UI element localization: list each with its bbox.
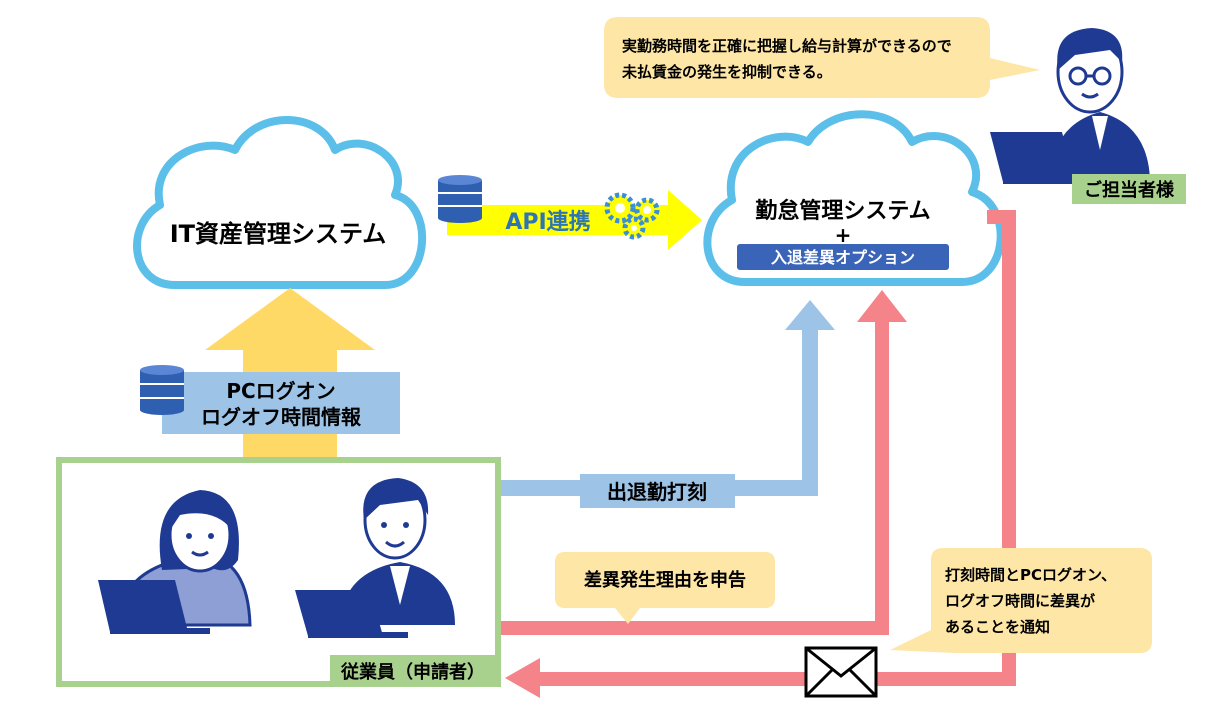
attendance-cloud: 勤怠管理システム + 入退差異オプション <box>703 110 1005 286</box>
reason-label: 差異発生理由を申告 <box>584 569 746 591</box>
notify-line1: 打刻時間とPCログオン、 <box>945 566 1116 584</box>
gears-icon <box>604 192 660 240</box>
notify-line3: あることを通知 <box>945 618 1050 636</box>
attendance-plus: + <box>835 223 852 247</box>
laptop-icon <box>990 132 1093 184</box>
laptop-icon <box>295 590 408 638</box>
envelope-icon <box>804 646 878 698</box>
notify-line2: ログオフ時間に差異が <box>945 592 1096 610</box>
api-arrow: API連携 <box>447 190 702 250</box>
manager-label-box <box>1072 174 1186 204</box>
pc-log-label-box <box>162 372 400 434</box>
manager-bubble: 実勤務時間を正確に把握し給与計算ができるので 未払賃金の発生を抑制できる。 <box>604 17 1040 98</box>
clock-label-box <box>580 474 735 508</box>
notify-bubble: 打刻時間とPCログオン、 ログオフ時間に差異が あることを通知 <box>890 548 1152 653</box>
option-label: 入退差異オプション <box>771 248 915 267</box>
person-icon <box>1050 28 1150 180</box>
laptop-icon <box>98 580 210 634</box>
clock-arrow: 出退勤打刻 <box>500 300 835 508</box>
cloud-icon <box>703 110 1005 286</box>
it-asset-cloud: IT資産管理システム <box>133 116 427 289</box>
database-icon <box>140 365 184 415</box>
option-band <box>737 244 949 270</box>
pc-log-line1: PCログオン <box>226 379 335 403</box>
pc-log-line2: ログオフ時間情報 <box>201 405 362 429</box>
manager-label: ご担当者様 <box>1084 179 1175 201</box>
manager-bubble-line1: 実勤務時間を正確に把握し給与計算ができるので <box>622 37 952 55</box>
cloud-icon <box>133 116 427 289</box>
database-icon <box>438 175 482 223</box>
employees-box <box>56 457 501 687</box>
employees-group: 従業員（申請者） <box>56 457 501 687</box>
clock-label: 出退勤打刻 <box>607 480 707 504</box>
employees-label: 従業員（申請者） <box>340 661 485 683</box>
manager-bubble-line2: 未払賃金の発生を抑制できる。 <box>621 63 832 81</box>
reason-bubble: 差異発生理由を申告 <box>555 552 775 624</box>
manager-person: ご担当者様 <box>990 28 1186 204</box>
attendance-title: 勤怠管理システム <box>755 198 930 224</box>
it-asset-label: IT資産管理システム <box>170 220 387 248</box>
employees-label-box <box>330 655 500 687</box>
api-label: API連携 <box>505 209 590 235</box>
pc-log-arrow: PCログオン ログオフ時間情報 <box>162 288 400 460</box>
